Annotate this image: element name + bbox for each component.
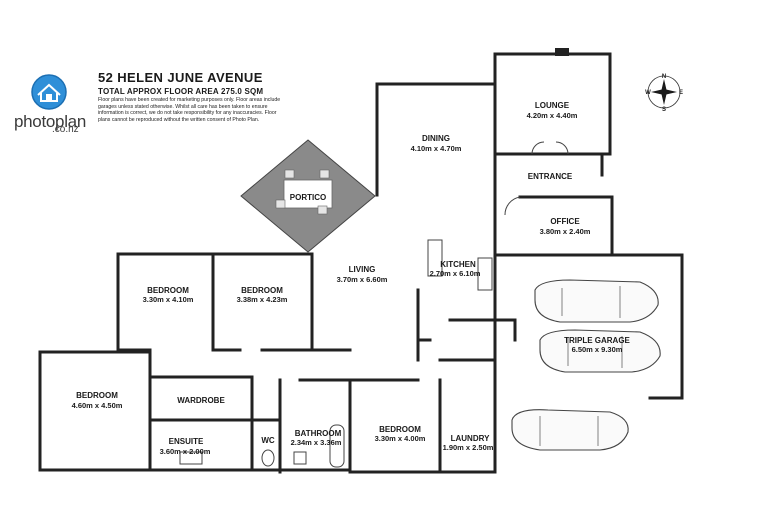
vanity-icon: [179, 451, 203, 465]
stove-icon: [477, 257, 493, 291]
car-icon: [534, 279, 659, 323]
bedroom-upper-walls: [116, 252, 314, 352]
portico-label: PORTICO: [290, 193, 326, 202]
master-dims: 4.60m x 4.50m: [72, 401, 123, 410]
car-window-icon: [539, 416, 599, 446]
bedroom1-dims: 3.30m x 4.10m: [143, 295, 194, 304]
ensuite-walls: [148, 375, 254, 472]
living-dims: 3.70m x 6.60m: [337, 275, 388, 284]
bedroom2-dims: 3.38m x 4.23m: [237, 295, 288, 304]
portico: [240, 139, 376, 253]
entrance-label: ENTRANCE: [528, 172, 573, 181]
compass-s: S: [662, 107, 666, 112]
ensuite-label: ENSUITE: [169, 437, 204, 446]
bedroom3-label: BEDROOM: [379, 425, 421, 434]
toilet-icon: [261, 449, 275, 467]
office-dims: 3.80m x 2.40m: [540, 227, 591, 236]
wet-area-walls: [250, 378, 497, 474]
kitchen-walls: [416, 318, 517, 362]
master-label: BEDROOM: [76, 391, 118, 400]
bathroom-dims: 2.34m x 3.36m: [291, 438, 342, 447]
patio-table-icon: [283, 179, 333, 209]
office-label: OFFICE: [550, 217, 580, 226]
garage-walls: [493, 253, 684, 474]
brand-name: photoplan: [14, 112, 86, 131]
ensuite-dims: 3.60m x 2.00m: [160, 447, 211, 456]
lounge-label: LOUNGE: [535, 101, 570, 110]
laundry-label: LAUNDRY: [451, 434, 490, 443]
fireplace-icon: [555, 48, 569, 56]
bedroom2-label: BEDROOM: [241, 286, 283, 295]
living-walls: [310, 288, 420, 352]
bedroom1-label: BEDROOM: [147, 286, 189, 295]
kitchen-island-icon: [427, 239, 443, 277]
office-walls: [493, 152, 614, 257]
basin-icon: [293, 451, 307, 465]
dining-walls: [375, 82, 497, 197]
lounge-dims: 4.20m x 4.40m: [527, 111, 578, 120]
kitchen-label: KITCHEN: [440, 260, 476, 269]
dining-dims: 4.10m x 4.70m: [411, 144, 462, 153]
lounge-walls: [493, 52, 612, 156]
wardrobe-label: WARDROBE: [177, 396, 225, 405]
car-window-icon: [567, 336, 623, 368]
car-icon: [511, 409, 629, 451]
dining-label: DINING: [422, 134, 450, 143]
car-icon: [539, 329, 661, 373]
living-label: LIVING: [349, 265, 376, 274]
brand-domain: .co.nz: [52, 124, 79, 135]
compass-e: E: [679, 90, 683, 96]
disclaimer: Floor plans have been created for market…: [98, 97, 281, 123]
floor-area: TOTAL APPROX FLOOR AREA 275.0 SQM: [98, 87, 264, 96]
bathtub-icon: [329, 424, 345, 468]
compass-w: W: [645, 90, 651, 96]
property-address: 52 HELEN JUNE AVENUE: [98, 70, 263, 85]
chair-icon: [275, 199, 286, 209]
wc-label: WC: [261, 436, 275, 445]
chair-icon: [319, 169, 330, 179]
laundry-dims: 1.90m x 2.50m: [443, 443, 494, 452]
compass-icon: N S E W: [645, 74, 683, 112]
chair-icon: [317, 205, 328, 215]
garage-label: TRIPLE GARAGE: [564, 336, 630, 345]
house-globe-icon: [31, 74, 67, 110]
chair-icon: [284, 169, 295, 179]
master-walls: [38, 350, 254, 472]
kitchen-dims: 2.70m x 6.10m: [430, 269, 481, 278]
lounge-door-icon: [531, 141, 569, 155]
compass-n: N: [662, 74, 666, 80]
bedroom3-dims: 3.30m x 4.00m: [375, 434, 426, 443]
garage-dims: 6.50m x 9.30m: [572, 345, 623, 354]
car-window-icon: [561, 286, 621, 318]
office-door-icon: [504, 196, 521, 216]
bathroom-label: BATHROOM: [295, 429, 342, 438]
